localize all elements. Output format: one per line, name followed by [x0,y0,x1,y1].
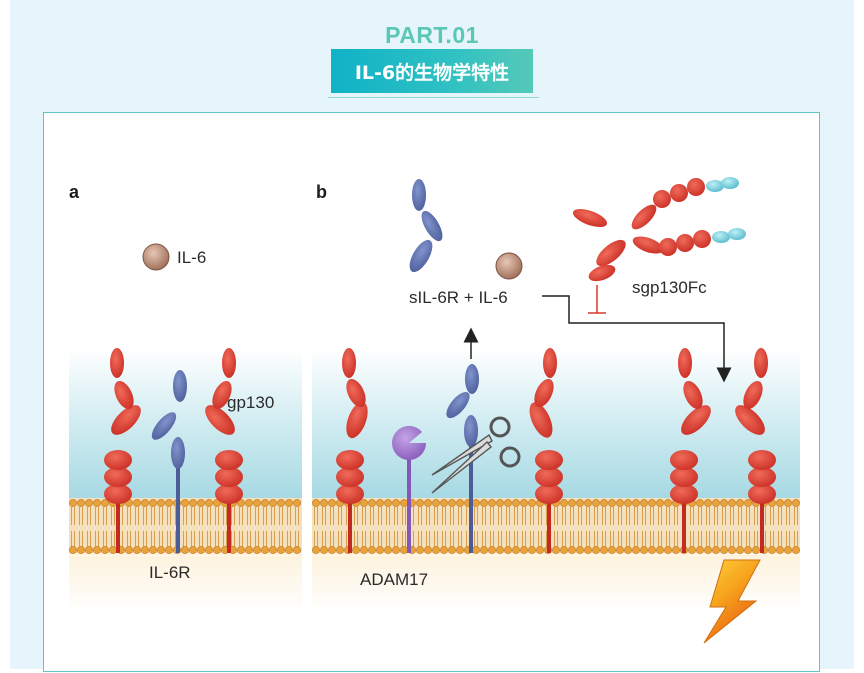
scissors-icon [431,416,521,494]
gp130-dimer [670,348,776,553]
il6-receptor-a [151,370,187,553]
inhibition-symbol [588,285,606,314]
gp130-receptor-b-left [336,348,368,553]
signal-lightning-icon [703,559,761,644]
gp130-label: gp130 [227,393,274,412]
gp130-receptor-a-left [104,348,141,553]
il6-receptor-b [446,364,479,553]
complex-label: sIL-6R + IL-6 [409,288,508,307]
gp130-receptor-a-right [205,348,243,553]
il6-molecule-a [142,243,170,271]
sgp130fc-molecule [572,177,746,282]
gp130-receptor-b-middle [529,348,563,553]
figure-frame: a b IL-6 gp130 IL-6R [43,112,820,672]
part-heading: PART.01 [385,22,479,48]
title-underline [328,97,539,98]
panel-a-letter: a [69,182,80,202]
soluble-il6r [409,179,443,273]
trans-signaling-arrow [542,295,732,383]
il6-signaling-diagram: a b IL-6 gp130 IL-6R [69,177,800,644]
adam17-label: ADAM17 [360,570,428,589]
sgp130fc-label: sgp130Fc [632,278,707,297]
adam17-protease [391,425,426,553]
panel-b-letter: b [316,182,327,202]
il6-label-a: IL-6 [177,248,206,267]
il6r-label: IL-6R [149,563,191,582]
section-title-banner: IL-6的生物学特性 [331,49,533,93]
il6-molecule-b [495,252,523,280]
